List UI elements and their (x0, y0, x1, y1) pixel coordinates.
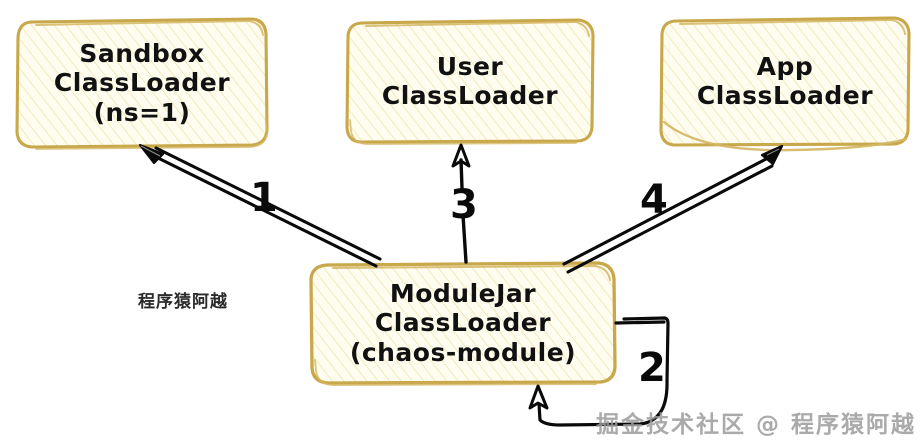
edge-label-4: 4 (640, 177, 668, 223)
edge-label-2: 2 (638, 345, 666, 391)
author-watermark: 程序猿阿越 (138, 292, 228, 312)
edge-modulejar-to-user-arrow (451, 143, 471, 264)
edge-modulejar-to-sandbox-arrow (138, 143, 382, 268)
app-classloader-box (659, 16, 911, 152)
user-classloader-box (345, 18, 595, 145)
sandbox-classloader-box (15, 17, 269, 150)
edge-modulejar-self-loop-arrow (528, 316, 670, 427)
edge-modulejar-to-app-arrow (562, 144, 784, 274)
edge-label-3: 3 (450, 182, 478, 228)
modulejar-classloader-box (309, 261, 617, 386)
edge-label-1: 1 (250, 175, 278, 221)
community-watermark: 掘金技术社区 @ 程序猿阿越 (596, 412, 917, 438)
